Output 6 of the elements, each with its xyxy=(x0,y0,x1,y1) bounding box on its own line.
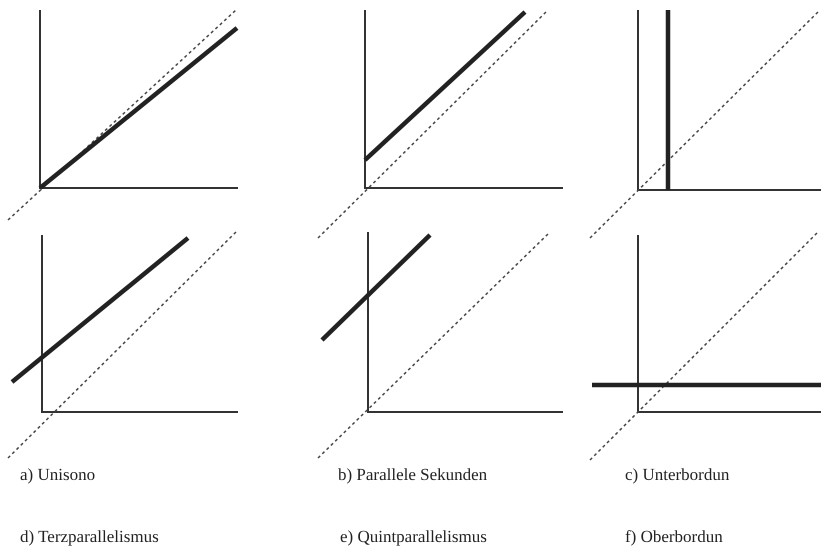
plot-caption: b) Parallele Sekunden xyxy=(338,466,488,483)
plot-caption: d) Terzparallelismus xyxy=(20,528,159,545)
plot-caption: c) Unterbordun xyxy=(625,466,730,483)
plot-caption: f) Oberbordun xyxy=(625,528,723,545)
plot-caption: e) Quintparallelismus xyxy=(340,528,487,545)
plot-caption: a) Unisono xyxy=(20,466,96,483)
